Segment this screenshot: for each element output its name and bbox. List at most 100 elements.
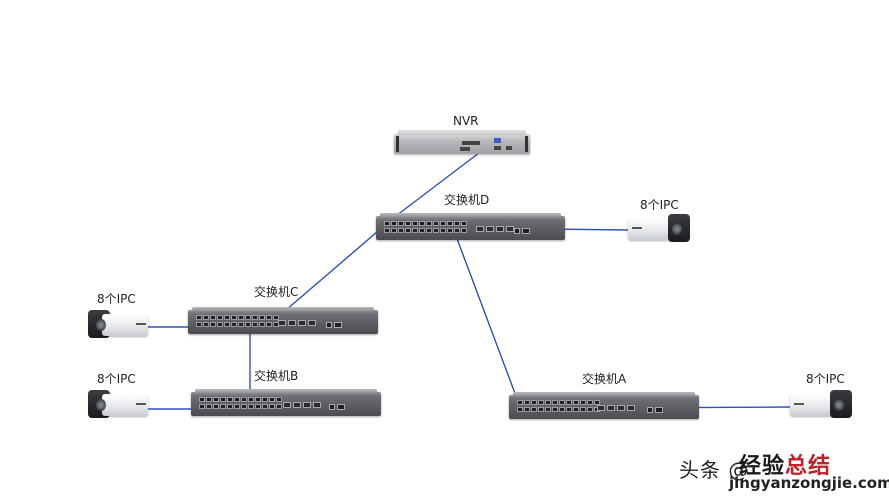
sfp-port: [308, 320, 316, 326]
switch-port: [538, 407, 544, 412]
switch-port: [273, 315, 279, 320]
switch-port: [238, 322, 244, 327]
switch-port: [573, 400, 579, 405]
ipc-a-label: 8个IPC: [806, 372, 845, 386]
watermark-title: 经验总结: [739, 448, 831, 480]
switch-port: [531, 400, 537, 405]
console-port: [326, 322, 332, 328]
switch-d-label: 交换机D: [444, 193, 490, 207]
switch-port: [227, 404, 233, 409]
switch-b-label: 交换机B: [254, 369, 299, 383]
switch-port: [234, 397, 240, 402]
switch-a-label: 交换机A: [582, 372, 627, 386]
switch-port: [241, 404, 247, 409]
sfp-port: [283, 402, 291, 408]
watermark-url: jingyanzongjie.com: [729, 474, 889, 492]
switch-port: [384, 228, 390, 233]
switch-port: [252, 315, 258, 320]
switch-port: [231, 322, 237, 327]
switch-port: [384, 221, 390, 226]
switch-port: [206, 404, 212, 409]
switch-port: [227, 397, 233, 402]
ipc-b-label: 8个IPC: [97, 372, 136, 386]
switch-port: [552, 407, 558, 412]
switch-b-ports: [199, 397, 282, 409]
switch-port: [461, 228, 467, 233]
switch-port: [447, 221, 453, 226]
switch-port: [203, 322, 209, 327]
switch-port: [587, 407, 593, 412]
console-port: [329, 404, 335, 410]
sfp-port: [486, 226, 494, 232]
switch-port: [433, 228, 439, 233]
switch-port: [524, 400, 530, 405]
switch-port: [231, 315, 237, 320]
ipc-d-camera-icon: [628, 214, 690, 244]
switch-port: [220, 397, 226, 402]
switch-port: [440, 221, 446, 226]
sfp-port: [617, 405, 625, 411]
switch-port: [545, 407, 551, 412]
switch-port: [262, 397, 268, 402]
switch-port: [545, 400, 551, 405]
watermark-prefix: 头条 @: [679, 458, 750, 482]
sfp-port: [298, 320, 306, 326]
ipc-b-camera-icon: [88, 390, 150, 420]
switch-port: [199, 397, 205, 402]
watermark: 头条 @ 经验总结 jingyanzongjie.com: [679, 448, 889, 494]
switch-c-device: [188, 307, 378, 334]
switch-port: [248, 404, 254, 409]
switch-port: [391, 228, 397, 233]
switch-port: [262, 404, 268, 409]
switch-b-device: [191, 389, 381, 416]
switch-port: [405, 228, 411, 233]
switch-port: [398, 228, 404, 233]
switch-port: [220, 404, 226, 409]
switch-port: [573, 407, 579, 412]
console-port: [522, 228, 530, 234]
switch-d-ports: [384, 221, 467, 233]
switch-port: [241, 397, 247, 402]
switch-port: [252, 322, 258, 327]
link-switch-d-switch-a: [455, 235, 517, 397]
link-nvr-switch-d: [383, 139, 497, 226]
switch-port: [559, 407, 565, 412]
sfp-port: [506, 226, 514, 232]
switch-port: [580, 400, 586, 405]
switch-port: [594, 400, 600, 405]
switch-port: [524, 407, 530, 412]
switch-port: [566, 407, 572, 412]
switch-port: [196, 322, 202, 327]
switch-port: [266, 315, 272, 320]
switch-port: [517, 400, 523, 405]
sfp-port: [607, 405, 615, 411]
sfp-port: [288, 320, 296, 326]
sfp-port: [313, 402, 321, 408]
console-port: [647, 407, 653, 413]
switch-port: [255, 397, 261, 402]
sfp-port: [627, 405, 635, 411]
switch-port: [203, 315, 209, 320]
watermark-title-part1: 经验: [739, 454, 786, 479]
switch-port: [426, 221, 432, 226]
sfp-port: [293, 402, 301, 408]
switch-port: [199, 404, 205, 409]
switch-port: [238, 315, 244, 320]
sfp-port: [597, 405, 605, 411]
sfp-port: [496, 226, 504, 232]
switch-port: [412, 221, 418, 226]
switch-port: [531, 407, 537, 412]
switch-port: [248, 397, 254, 402]
switch-port: [234, 404, 240, 409]
switch-port: [552, 400, 558, 405]
console-port: [514, 228, 520, 234]
switch-port: [255, 404, 261, 409]
switch-port: [217, 322, 223, 327]
switch-port: [259, 315, 265, 320]
ipc-d-label: 8个IPC: [640, 198, 679, 212]
nvr-device: [394, 130, 530, 154]
ipc-c-camera-icon: [88, 310, 150, 340]
console-port: [334, 322, 342, 328]
